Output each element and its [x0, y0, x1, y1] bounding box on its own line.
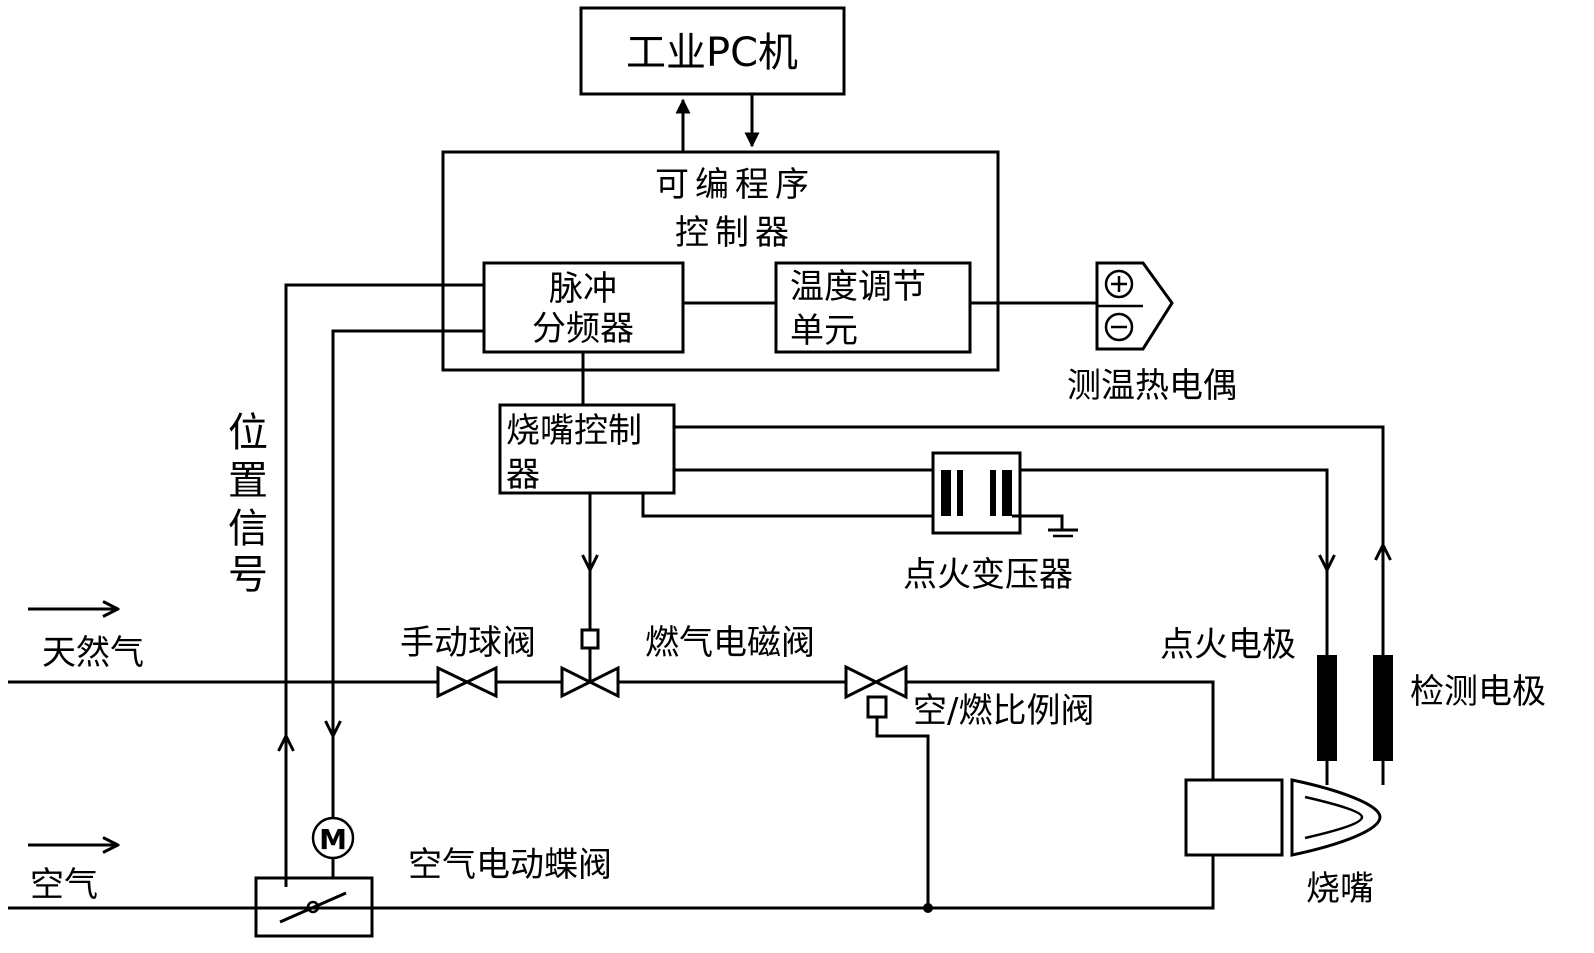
motor-letter: M — [319, 823, 347, 856]
burner-body — [1184, 778, 1284, 857]
detection-electrode-label: 检测电极 — [1410, 672, 1546, 712]
air-fuel-ratio-valve-label: 空/燃比例阀 — [913, 691, 1094, 731]
motor-control-line — [331, 329, 484, 818]
temperature-unit-label-line1: 温度调节 — [790, 267, 926, 307]
air-junction-dot — [923, 903, 933, 913]
ignition-electrode-wire — [1020, 468, 1329, 655]
burner-controller-block: 烧嘴控制 器 — [498, 403, 676, 495]
motor-symbol: M — [311, 816, 355, 878]
natural-gas-label: 天然气 — [42, 633, 144, 673]
temperature-unit-block: 温度调节 单元 — [774, 261, 972, 354]
ignition-electrode-label: 点火电极 — [1160, 625, 1296, 665]
air-fuel-ratio-valve-symbol — [844, 664, 930, 908]
detection-electrode-wire — [674, 425, 1385, 655]
burner-nozzle-symbol — [1290, 778, 1382, 857]
air-butterfly-valve-symbol — [254, 876, 374, 938]
burner-controller-label-line2: 器 — [506, 455, 540, 495]
air-pipe — [8, 855, 1215, 910]
plc-block: 可编程序 控制器 — [441, 150, 1000, 372]
thermocouple-label: 测温热电偶 — [1067, 366, 1237, 406]
manual-ball-valve-label: 手动球阀 — [400, 623, 536, 663]
ignition-electrode-symbol — [1317, 655, 1337, 785]
position-signal-char-2: 置 — [228, 458, 268, 504]
position-signal-line — [284, 283, 484, 887]
plc-label-line2: 控制器 — [675, 213, 795, 253]
pulse-divider-label-line1: 脉冲 — [549, 269, 617, 309]
gas-solenoid-valve-symbol — [560, 628, 620, 699]
pulse-divider-label-line2: 分频器 — [532, 309, 634, 349]
detection-electrode-symbol — [1373, 655, 1393, 785]
temperature-unit-label-line2: 单元 — [790, 311, 858, 351]
plc-label-line1: 可编程序 — [655, 165, 815, 205]
position-signal-label: 位 置 信 号 — [228, 410, 268, 598]
pulse-divider-block: 脉冲 分频器 — [482, 261, 685, 354]
burner-label: 烧嘴 — [1306, 869, 1374, 909]
ignition-transformer-symbol — [931, 451, 1078, 538]
air-butterfly-valve-label: 空气电动蝶阀 — [408, 845, 612, 885]
burner-controller-label-line1: 烧嘴控制 — [506, 411, 642, 451]
gas-solenoid-valve-label: 燃气电磁阀 — [645, 623, 815, 663]
manual-ball-valve-symbol — [436, 665, 498, 699]
transformer-primary-wire-2 — [641, 493, 933, 518]
industrial-pc-block: 工业PC机 — [579, 6, 846, 96]
position-signal-char-1: 位 — [228, 410, 268, 456]
air-label: 空气 — [30, 865, 98, 905]
natural-gas-pipe — [8, 680, 1215, 780]
thermocouple-symbol — [1095, 261, 1174, 351]
ignition-transformer-label: 点火变压器 — [903, 555, 1073, 595]
position-signal-char-3: 信 — [228, 506, 268, 552]
industrial-pc-label: 工业PC机 — [626, 30, 798, 76]
position-signal-char-4: 号 — [228, 552, 268, 598]
